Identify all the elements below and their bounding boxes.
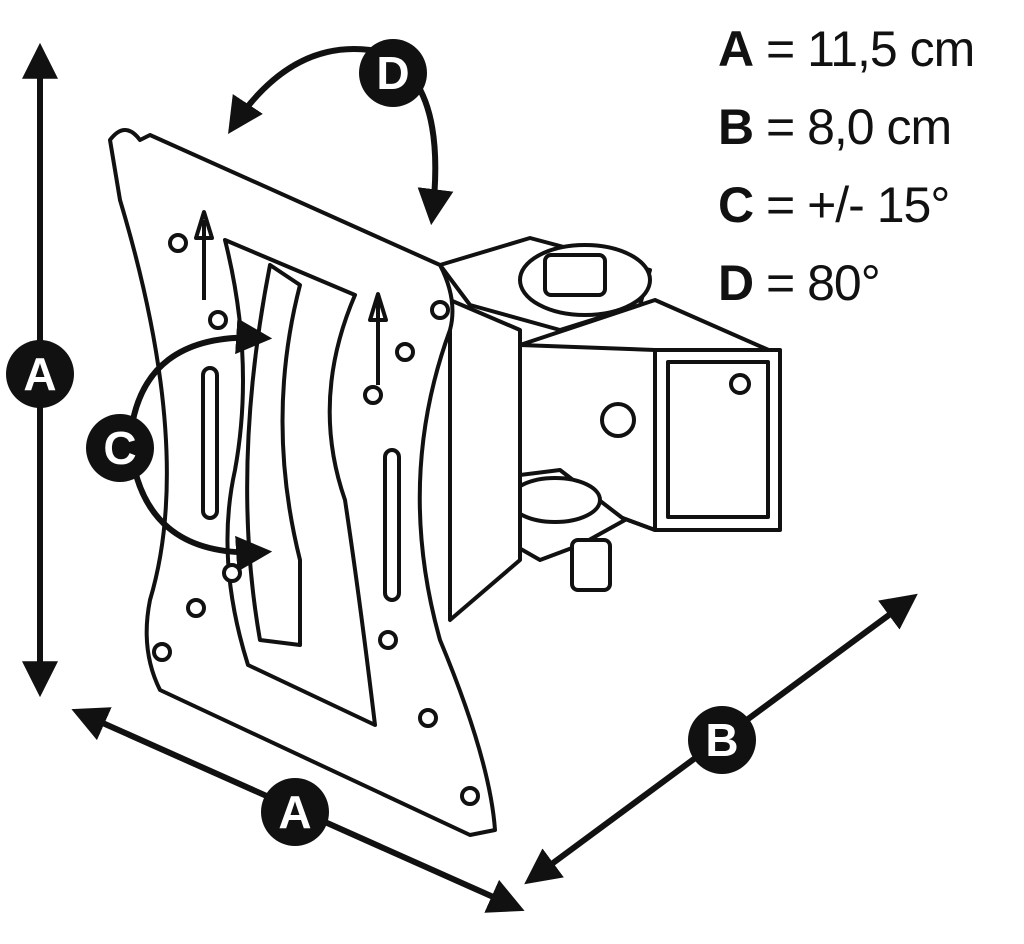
legend-row-b: B= 8,0 cm [718,88,1018,166]
legend-value: = 8,0 cm [766,99,952,155]
legend-row-d: D= 80° [718,244,1018,322]
legend-row-a: A= 11,5 cm [718,10,1018,88]
svg-text:C: C [103,422,136,474]
svg-text:B: B [705,714,738,766]
callout-a-width: A [261,778,329,846]
bracket-arm [438,236,782,622]
svg-text:D: D [376,47,409,99]
legend-key: C [718,177,754,233]
legend-value: = 11,5 cm [766,21,975,77]
callout-b-depth: B [688,706,756,774]
dimension-legend: A= 11,5 cm B= 8,0 cm C= +/- 15° D= 80° [718,10,1018,322]
legend-value: = 80° [766,255,881,311]
legend-key: A [718,21,754,77]
svg-text:A: A [23,348,56,400]
legend-row-c: C= +/- 15° [718,166,1018,244]
legend-value: = +/- 15° [766,177,950,233]
wall-plate [108,128,497,837]
callout-d-tilt: D [359,39,427,107]
callout-a-height: A [6,340,74,408]
svg-text:A: A [278,786,311,838]
legend-key: B [718,99,754,155]
legend-key: D [718,255,754,311]
callout-c-swivel: C [86,414,154,482]
callout-badges: A A B C D [6,39,756,846]
